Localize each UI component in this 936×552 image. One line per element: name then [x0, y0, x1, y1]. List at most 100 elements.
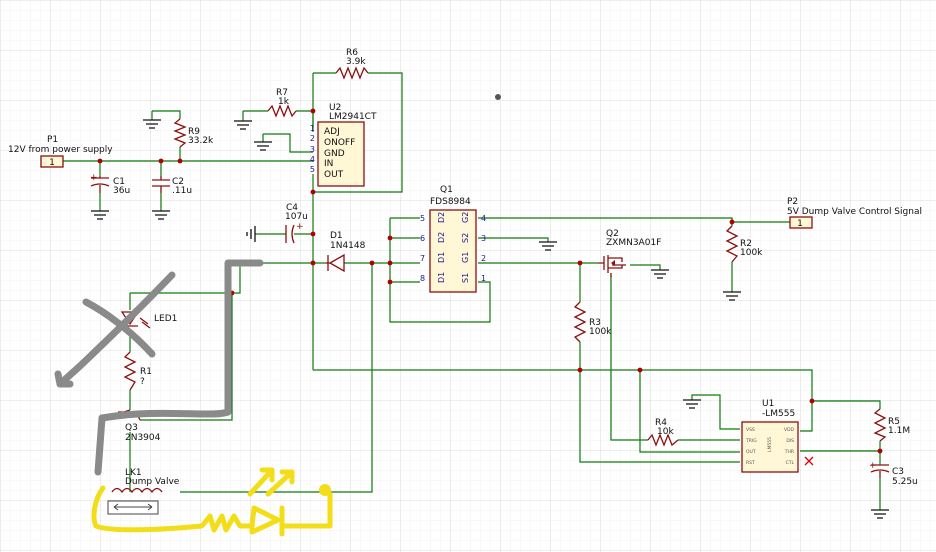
svg-text:7: 7	[420, 254, 425, 263]
regulator-u2[interactable]: U2 LM2941CT 1 ADJ 2 ONOFF 3 GND 4 IN 5 O…	[310, 103, 377, 187]
resistor-r2[interactable]: R2 100k	[725, 225, 763, 263]
r6-ref: R6	[346, 48, 358, 58]
r6-value: 3.9k	[346, 57, 366, 67]
capacitor-c1[interactable]: + C1 36u	[90, 173, 130, 196]
svg-text:VSS: VSS	[746, 427, 755, 433]
resistor-r6[interactable]: R6 3.9k	[335, 48, 369, 80]
ground-symbols	[91, 119, 889, 519]
u2-pin-4: 4 IN	[310, 155, 333, 169]
r2-ref: R2	[740, 239, 752, 249]
svg-text:8: 8	[420, 274, 425, 283]
mosfet-q2[interactable]: Q2 ZXMN3A01F	[598, 229, 661, 277]
r3-ref: R3	[589, 318, 601, 328]
svg-text:VDD: VDD	[784, 427, 795, 433]
p2-value: 5V Dump Valve Control Signal	[787, 207, 922, 217]
p1-value: 12V from power supply	[8, 145, 113, 155]
c3-ref: C3	[892, 467, 904, 477]
r1-ref: R1	[140, 367, 152, 377]
u2-pin-5: 5 OUT	[310, 165, 344, 180]
p2-pin: 1	[797, 219, 803, 229]
q1-value: FDS8984	[430, 197, 471, 207]
connector-p1[interactable]: 1 P1 12V from power supply	[8, 135, 113, 168]
q3-ref: Q3	[125, 423, 138, 433]
c1-value: 36u	[113, 186, 130, 196]
c2-value: .11u	[172, 186, 192, 196]
u1-body-label: LM555	[767, 437, 773, 452]
c4-value: 107u	[285, 212, 308, 222]
connector-p2[interactable]: 1 P2 5V Dump Valve Control Signal	[787, 197, 922, 229]
svg-text:OUT: OUT	[746, 449, 756, 455]
capacitor-c4[interactable]: + C4 107u	[285, 203, 308, 244]
u2-pin-3: 3 GND	[310, 145, 345, 159]
u2-ref: U2	[329, 103, 341, 113]
q1-right-pins: 4 3 2 1 G2 S2 G1 S1	[461, 212, 486, 283]
svg-text:3: 3	[481, 234, 486, 243]
r7-ref: R7	[276, 88, 288, 98]
r9-value: 33.2k	[188, 136, 214, 146]
c2-ref: C2	[172, 177, 184, 187]
capacitor-c2[interactable]: C2 .11u	[152, 176, 192, 196]
capacitor-c3[interactable]: + C3 5.25u	[869, 461, 918, 487]
svg-text:+: +	[296, 222, 304, 232]
svg-text:ONOFF: ONOFF	[324, 138, 355, 148]
no-connect-icon	[804, 456, 814, 466]
svg-text:+: +	[90, 173, 98, 183]
resistor-r5[interactable]: R5 1.1M	[873, 408, 910, 442]
r5-value: 1.1M	[888, 426, 910, 436]
resistor-r7[interactable]: R7 1k	[267, 88, 297, 118]
svg-text:D1: D1	[437, 252, 446, 263]
svg-text:CTL: CTL	[786, 460, 795, 466]
r9-ref: R9	[188, 127, 200, 137]
c1-ref: C1	[113, 177, 125, 187]
resistor-r1[interactable]: R1 ?	[123, 351, 152, 391]
svg-text:ADJ: ADJ	[324, 127, 340, 137]
svg-text:GND: GND	[324, 149, 345, 159]
resistor-r9[interactable]: R9 33.2k	[173, 118, 214, 148]
q1-left-pins: 5 6 7 8 D2 D2 D1 D1	[420, 212, 446, 283]
r5-ref: R5	[888, 417, 900, 427]
p1-ref: P1	[47, 135, 58, 145]
lk1-ref: LK1	[125, 468, 142, 478]
p1-pin: 1	[49, 158, 55, 168]
svg-text:5: 5	[310, 165, 315, 174]
svg-text:G2: G2	[461, 212, 470, 223]
p2-ref: P2	[787, 197, 798, 207]
grey-markup	[54, 259, 264, 476]
r7-value: 1k	[278, 97, 290, 107]
svg-text:S1: S1	[461, 273, 470, 283]
r3-value: 100k	[589, 327, 612, 337]
svg-text:RST: RST	[746, 460, 755, 466]
stray-dot	[495, 94, 501, 100]
svg-text:1: 1	[310, 124, 315, 133]
mosfet-q1[interactable]: Q1 FDS8984 5 6 7 8 D2 D2 D1 D1 4 3 2 1 G…	[420, 185, 486, 293]
svg-text:4: 4	[481, 214, 486, 223]
q1-ref: Q1	[440, 185, 453, 195]
svg-text:2: 2	[481, 254, 486, 263]
u1-ref: U1	[762, 399, 774, 409]
yellow-markup	[91, 467, 333, 537]
svg-text:1: 1	[481, 274, 486, 283]
svg-text:+: +	[869, 461, 877, 471]
resistor-r4[interactable]: R4 10k	[647, 418, 679, 447]
svg-text:6: 6	[420, 234, 425, 243]
q2-ref: Q2	[606, 229, 619, 239]
c3-value: 5.25u	[892, 477, 918, 487]
svg-text:D2: D2	[437, 232, 446, 243]
resistor-r3[interactable]: R3 100k	[573, 301, 612, 343]
svg-text:OUT: OUT	[324, 170, 344, 180]
svg-text:S2: S2	[461, 233, 470, 243]
svg-text:IN: IN	[324, 159, 333, 169]
u2-value: LM2941CT	[329, 112, 377, 122]
svg-text:G1: G1	[461, 252, 470, 263]
d1-value: 1N4148	[330, 241, 366, 251]
diode-d1[interactable]: D1 1N4148	[326, 231, 366, 273]
inductor-lk1[interactable]: LK1 Dump Valve	[107, 468, 180, 515]
svg-text:D1: D1	[437, 272, 446, 283]
timer-u1[interactable]: U1 -LM555 LM555 VSS TRIG OUT RST VDD DIS…	[741, 399, 814, 473]
svg-text:2: 2	[310, 134, 315, 143]
svg-text:4: 4	[310, 155, 315, 164]
lk1-value: Dump Valve	[125, 477, 180, 487]
svg-text:DIS: DIS	[786, 438, 794, 444]
svg-text:D2: D2	[437, 212, 446, 223]
